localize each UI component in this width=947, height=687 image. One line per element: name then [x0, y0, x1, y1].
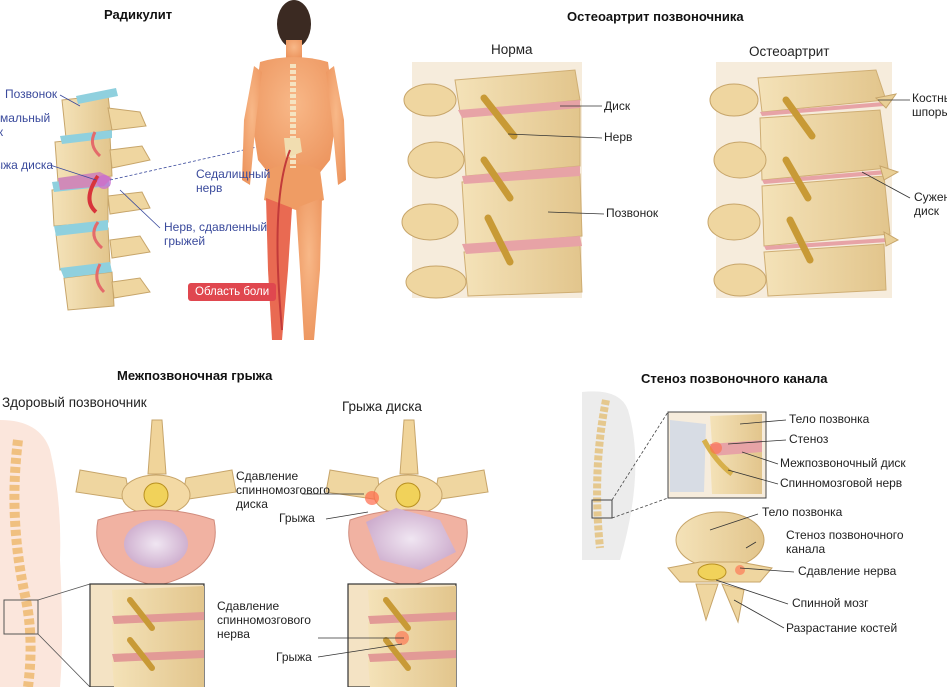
disc-hernia-subtitle: Грыжа диска — [342, 399, 422, 414]
spinal-cord-label: Спинной мозг — [792, 596, 869, 610]
intervertebral-disc-label: Межпозвоночный диск — [780, 456, 906, 470]
disc-label: Диск — [604, 99, 631, 113]
vertebra-label: Позвонок — [5, 87, 58, 101]
vertebral-body-top-label: Тело позвонка — [789, 412, 870, 426]
body-silhouette — [242, 0, 346, 340]
pain-area-badge: Область боли — [188, 283, 277, 301]
stenosis-title: Стеноз позвоночного канала — [641, 371, 828, 386]
osteoarthritis-normal-leaders — [507, 105, 605, 215]
herniation-highlight — [97, 175, 111, 189]
hernia-bottom-label: Грыжа — [276, 650, 312, 664]
stenosis-leaders — [709, 419, 795, 629]
vertebra-processes — [107, 107, 151, 299]
osteoarthritis-normal-illustration — [401, 62, 583, 299]
osteoarthritis-subtitle: Остеоартрит — [749, 44, 830, 59]
radiculitis-spine-illustration — [51, 88, 151, 311]
healthy-spine-subtitle: Здоровый позвоночник — [2, 395, 147, 410]
herniation-leaders — [302, 493, 404, 658]
hernia-vertebra-top-view — [325, 419, 489, 587]
herniation-body-illustration — [0, 420, 91, 687]
stenosis-top-view — [667, 511, 773, 624]
radiculitis-title: Радикулит — [104, 7, 173, 22]
narrowed-disc-label: Суженный диск — [914, 190, 947, 218]
osteoarthritis-affected-illustration — [707, 62, 900, 298]
herniation-title: Межпозвоночная грыжа — [117, 368, 273, 383]
bone-spur-label: Костные шпоры — [912, 91, 947, 119]
spinal-nerve-label: Спинномозговой нерв — [780, 476, 903, 490]
vertebra-oa-label: Позвонок — [606, 206, 659, 220]
cord-compression-nerve-label: Сдавление спинномозгового нерва — [217, 599, 311, 641]
nerve-label: Нерв — [604, 130, 633, 144]
vertebra-bodies — [51, 94, 115, 311]
stenosis-side-closeup — [667, 411, 767, 499]
normal-subtitle: Норма — [491, 42, 533, 57]
cord-compression-disc-label: Сдавление спинномозгового диска — [236, 469, 330, 511]
sciatic-nerve-label: Седалищный нерв — [196, 167, 271, 195]
healthy-spine-closeup — [89, 583, 205, 687]
osteoarthritis-affected-leaders — [861, 99, 911, 199]
disc-herniation-label: Грыжа диска — [0, 158, 54, 172]
normal-disc-label: Нормальный диск — [0, 111, 51, 139]
bone-growth-label: Разрастание костей — [786, 621, 898, 635]
stenosis-body-illustration — [582, 391, 669, 560]
canal-stenosis-label: Стеноз позвоночного канала — [786, 528, 904, 556]
vertebral-body-bottom-label: Тело позвонка — [762, 505, 843, 519]
healthy-vertebra-top-view — [75, 419, 237, 587]
compressed-nerve-label: Нерв, сдавленный грыжей — [164, 220, 268, 248]
stenosis-label: Стеноз — [789, 432, 829, 446]
hernia-top-label: Грыжа — [279, 511, 315, 525]
osteoarthritis-title: Остеоартрит позвоночника — [567, 9, 744, 24]
nerve-compression-label: Сдавление нерва — [798, 564, 897, 578]
hernia-spine-closeup — [347, 583, 457, 687]
